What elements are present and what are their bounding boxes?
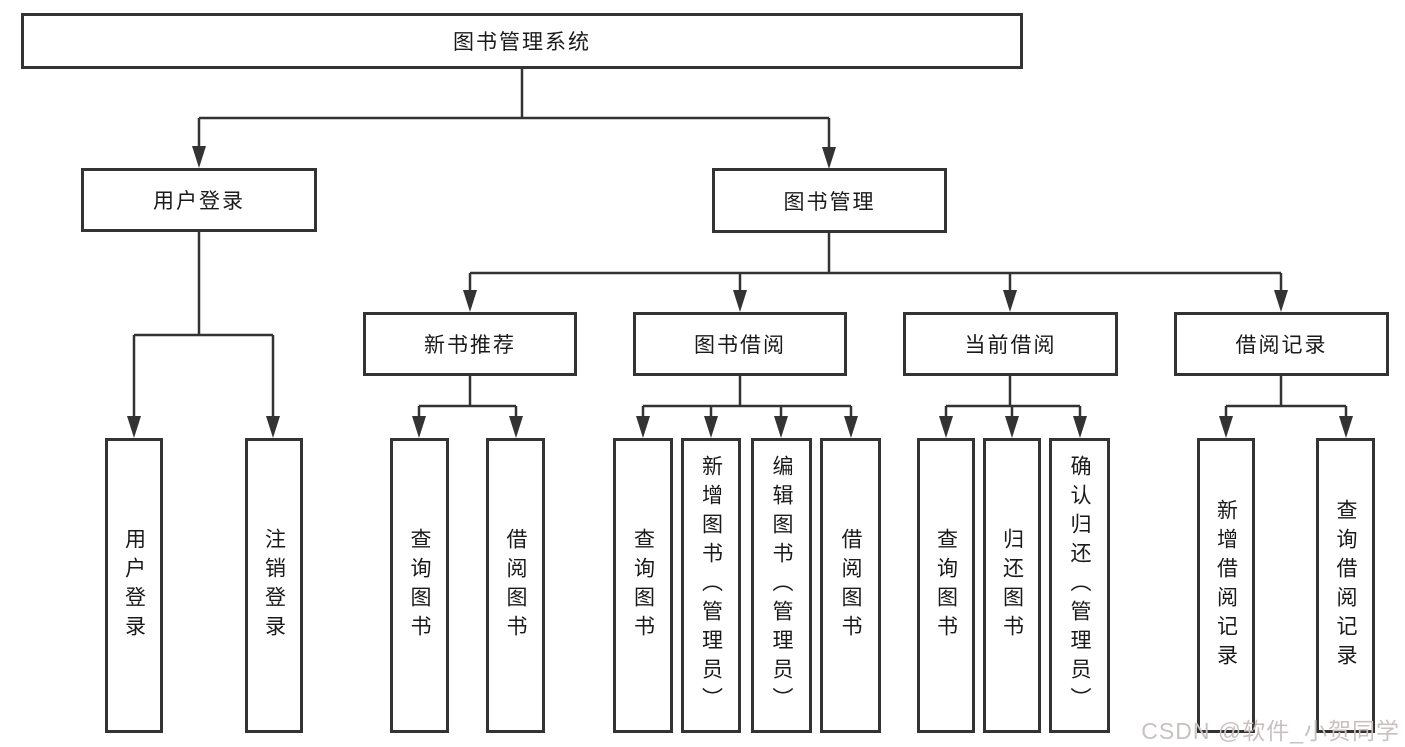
node-borrowing-records: 借阅记录 xyxy=(1174,312,1389,376)
leaf-label: 查询借阅记录 xyxy=(1334,498,1357,673)
leaf-borrowing-borrow-book: 借阅图书 xyxy=(820,438,881,733)
node-label: 用户登录 xyxy=(153,190,245,213)
leaf-borrowing-add-book-admin: 新增图书（管理员） xyxy=(681,438,741,733)
node-user-login: 用户登录 xyxy=(81,168,317,232)
leaf-borrowing-edit-book-admin: 编辑图书（管理员） xyxy=(751,438,812,733)
node-label: 当前借阅 xyxy=(964,334,1057,357)
leaf-records-add-record: 新增借阅记录 xyxy=(1197,438,1255,733)
leaf-label: 查询图书 xyxy=(934,527,958,644)
leaf-borrowing-query-book: 查询图书 xyxy=(613,438,673,733)
leaf-current-confirm-return-admin: 确认归还（管理员） xyxy=(1049,438,1110,733)
leaf-label: 用户登录 xyxy=(122,527,146,644)
node-label: 图书管理 xyxy=(783,190,876,214)
leaf-label: 借阅图书 xyxy=(839,527,862,644)
leaf-label: 借阅图书 xyxy=(504,527,527,644)
node-label: 新书推荐 xyxy=(424,334,516,357)
leaf-newbooks-query-book: 查询图书 xyxy=(390,438,449,733)
node-system-root: 图书管理系统 xyxy=(21,13,1023,69)
node-label: 图书管理系统 xyxy=(453,31,591,54)
node-label: 图书借阅 xyxy=(694,334,786,357)
leaf-newbooks-borrow-book: 借阅图书 xyxy=(486,438,545,733)
leaf-label: 新增借阅记录 xyxy=(1214,498,1238,673)
node-label: 借阅记录 xyxy=(1235,334,1328,357)
node-current-borrowing: 当前借阅 xyxy=(903,312,1118,376)
leaf-current-query-book: 查询图书 xyxy=(917,438,975,733)
leaf-label: 查询图书 xyxy=(408,527,431,644)
leaf-logout: 注销登录 xyxy=(245,438,303,733)
leaf-records-query-record: 查询借阅记录 xyxy=(1316,438,1375,733)
leaf-label: 编辑图书（管理员） xyxy=(770,455,793,716)
arrowheads xyxy=(127,146,1353,438)
leaf-label: 注销登录 xyxy=(262,527,286,644)
csdn-watermark: CSDN @软件_小贺同学 xyxy=(1141,718,1400,744)
leaf-label: 归还图书 xyxy=(1000,527,1024,644)
leaf-label: 确认归还（管理员） xyxy=(1068,455,1091,716)
node-book-management: 图书管理 xyxy=(712,168,947,233)
leaf-user-login: 用户登录 xyxy=(105,438,163,733)
leaf-label: 查询图书 xyxy=(631,527,655,644)
leaf-label: 新增图书（管理员） xyxy=(699,455,723,716)
node-book-borrowing: 图书借阅 xyxy=(633,312,847,376)
leaf-current-return-book: 归还图书 xyxy=(983,438,1041,733)
node-new-book-recommend: 新书推荐 xyxy=(363,312,577,376)
